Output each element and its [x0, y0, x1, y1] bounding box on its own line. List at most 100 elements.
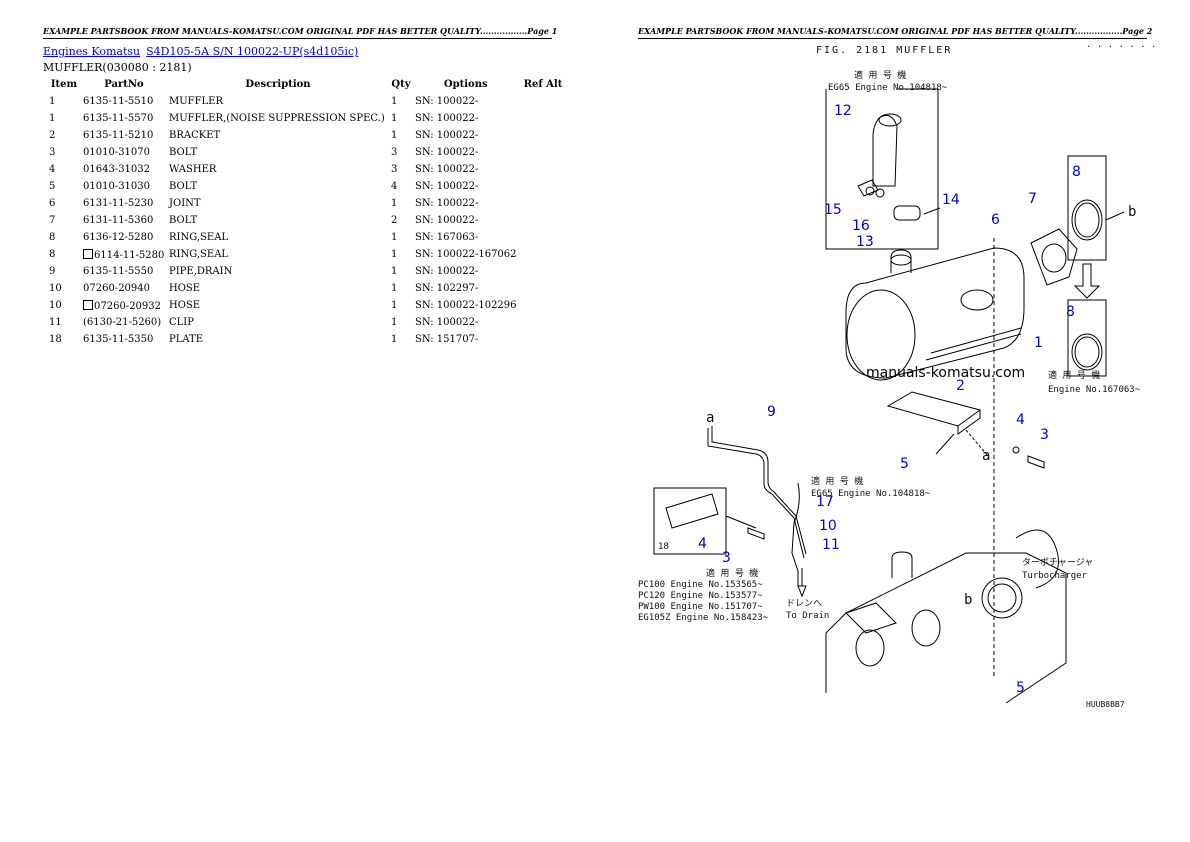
cell-refalt	[519, 212, 568, 229]
cell-description: JOINT	[169, 198, 201, 209]
cell-item: 9	[49, 266, 56, 277]
cell-options: SN: 100022-	[415, 147, 479, 158]
callout-10: 10	[819, 518, 837, 534]
cell-item: 5	[49, 181, 56, 192]
bottom-code: HUUB8BB7	[1086, 700, 1125, 709]
cell-refalt	[519, 161, 568, 178]
label-b-turbo: b	[964, 592, 972, 608]
cell-refalt	[519, 195, 568, 212]
col-description: Description	[245, 79, 311, 90]
parts-diagram: FIG. 2181 MUFFLER . . . . . . . 適 用 号 機 …	[638, 40, 1156, 709]
cell-description: HOSE	[169, 300, 201, 311]
callout-4-left: 4	[698, 536, 707, 552]
cell-partno: 01010-31070	[83, 147, 151, 158]
group-title: MUFFLER(030080 : 2181)	[43, 61, 192, 74]
turbo-note-jp: ターボチャージャ	[1022, 557, 1093, 568]
cell-partno: 6135-11-5550	[83, 266, 154, 277]
breadcrumb: Engines Komatsu S4D105-5A S/N 100022-UP(s…	[43, 45, 364, 58]
top-right-code: . . . . . . .	[1086, 40, 1156, 50]
cell-description: MUFFLER,(NOISE SUPPRESSION SPEC.)	[169, 113, 385, 124]
box1-note-jp: 適 用 号 機	[854, 69, 906, 81]
callout-14: 14	[942, 192, 960, 208]
callout-7: 7	[1028, 191, 1037, 207]
cell-description: PLATE	[169, 334, 204, 345]
cell-options: SN: 167063-	[415, 232, 479, 243]
callout-8-upper: 8	[1072, 164, 1081, 180]
cell-description: MUFFLER	[169, 96, 224, 107]
plate-note-eg105z: EG105Z Engine No.158423~	[638, 613, 769, 623]
ring-note-jp: 適 用 号 機	[1048, 369, 1100, 381]
cell-qty: 1	[391, 300, 398, 311]
page-header-left: EXAMPLE PARTSBOOK FROM MANUALS-KOMATSU.C…	[43, 26, 557, 39]
cell-refalt	[519, 110, 568, 127]
cell-partno: (6130-21-5260)	[83, 317, 162, 328]
callout-2: 2	[956, 378, 965, 394]
cell-qty: 2	[391, 215, 398, 226]
callout-13: 13	[856, 234, 874, 250]
cell-partno: 6131-11-5360	[83, 215, 154, 226]
cell-description: BOLT	[169, 215, 198, 226]
cell-qty: 1	[391, 232, 398, 243]
cell-item: 6	[49, 198, 56, 209]
cell-description: BRACKET	[169, 130, 221, 141]
cell-options: SN: 100022-	[415, 113, 479, 124]
cell-item: 2	[49, 130, 56, 141]
engine-drawing: ターボチャージャ Turbocharger b	[825, 238, 1093, 704]
callout-6: 6	[991, 212, 1000, 228]
cell-qty: 3	[391, 164, 398, 175]
col-options: Options	[443, 79, 488, 90]
callout-3-right: 3	[1040, 427, 1049, 443]
turbo-outlet	[981, 577, 1023, 619]
cell-options: SN: 100022-	[415, 317, 479, 328]
label-b-upper: b	[1128, 204, 1136, 220]
box1-note-engine: EG65 Engine No.104818~	[828, 83, 948, 93]
cell-qty: 1	[391, 198, 398, 209]
muffler-drawing	[845, 228, 1078, 381]
cell-refalt	[519, 297, 568, 314]
cell-description: CLIP	[169, 317, 194, 328]
cell-description: BOLT	[169, 181, 198, 192]
cell-qty: 1	[391, 266, 398, 277]
cell-item: 11	[49, 317, 62, 328]
col-qty: Qty	[391, 79, 411, 90]
clamp-drawing	[893, 205, 921, 221]
cell-refalt	[519, 246, 568, 263]
cell-partno: 6135-11-5510	[83, 96, 154, 107]
box-upper-pipe: 適 用 号 機 EG65 Engine No.104818~	[825, 69, 948, 250]
cell-description: RING,SEAL	[169, 249, 229, 260]
drain-note-jp: ドレンへ	[786, 599, 822, 609]
cell-item: 3	[49, 147, 56, 158]
fig-title: FIG. 2181 MUFFLER	[816, 45, 952, 56]
breadcrumb-link-model[interactable]: S4D105-5A S/N 100022-UP(s4d105ic)	[146, 45, 359, 58]
cell-partno: 6136-12-5280	[83, 232, 154, 243]
cell-description: HOSE	[169, 283, 201, 294]
col-refalt: Ref Alt	[523, 79, 563, 90]
cell-item: 8	[49, 232, 56, 243]
ring-box-lower: 適 用 号 機 Engine No.167063~	[1048, 299, 1141, 395]
ring-box-upper: b	[1067, 155, 1136, 299]
parts-table: Item PartNo Description Qty Options Ref …	[43, 76, 568, 348]
cell-item: 1	[49, 96, 56, 107]
cell-partno: 6131-11-5230	[83, 198, 154, 209]
page-header-right: EXAMPLE PARTSBOOK FROM MANUALS-KOMATSU.C…	[638, 26, 1152, 39]
cell-options: SN: 100022-167062	[415, 249, 517, 260]
cell-options: SN: 100022-	[415, 181, 479, 192]
breadcrumb-link-engines[interactable]: Engines Komatsu	[43, 45, 141, 58]
plate-note-pc120: PC120 Engine No.153577~	[638, 591, 763, 601]
cell-partno: 01010-31030	[83, 181, 151, 192]
cell-description: WASHER	[169, 164, 217, 175]
cell-description: PIPE,DRAIN	[169, 266, 233, 277]
plate-note-pw100: PW100 Engine No.151707~	[638, 602, 763, 612]
bracket-drawing: a	[886, 391, 1045, 469]
turbo-note-en: Turbocharger	[1022, 571, 1088, 581]
cell-qty: 3	[391, 147, 398, 158]
callout-8-lower: 8	[1066, 304, 1075, 320]
